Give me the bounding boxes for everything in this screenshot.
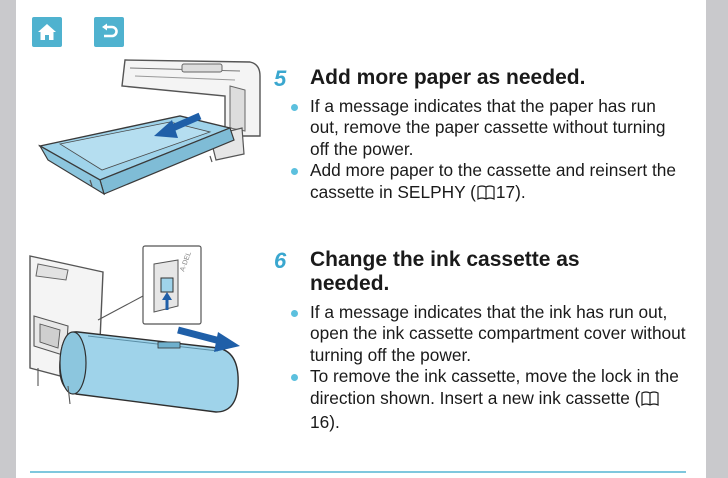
ink-cassette-illustration: A·DEL xyxy=(29,245,240,413)
list-item: If a message indicates that the ink has … xyxy=(286,302,686,366)
step-title-line: needed. xyxy=(310,272,390,295)
book-reference-icon xyxy=(476,185,496,206)
home-button[interactable] xyxy=(32,17,62,47)
back-arrow-icon xyxy=(102,23,118,38)
step-number: 6 xyxy=(274,248,287,273)
list-item: To remove the ink cassette, move the loc… xyxy=(286,366,686,433)
step-number: 5 xyxy=(274,66,287,91)
paper-cassette-illustration xyxy=(38,59,261,196)
step-6: 6 Change the ink cassette as needed. If … xyxy=(274,248,694,468)
step-5-bullets: If a message indicates that the paper ha… xyxy=(286,96,686,206)
bullet-text: Add more paper to the cassette and reins… xyxy=(310,160,677,202)
page-reference[interactable]: 17 xyxy=(495,181,516,202)
list-item: Add more paper to the cassette and reins… xyxy=(286,160,686,206)
bullet-text: ). xyxy=(515,181,526,202)
manual-page: A·DEL 5 Add more paper as needed. If a m… xyxy=(16,0,706,478)
bullet-text: To remove the ink cassette, move the loc… xyxy=(310,366,679,408)
step-title: Add more paper as needed. xyxy=(310,66,586,89)
back-button[interactable] xyxy=(94,17,124,47)
book-reference-icon xyxy=(640,391,660,412)
bullet-text: ). xyxy=(329,412,340,433)
bottom-divider xyxy=(30,471,686,473)
list-item: If a message indicates that the paper ha… xyxy=(286,96,686,160)
step-title-line: Change the ink cassette as xyxy=(310,248,580,271)
step-title: Change the ink cassette as needed. xyxy=(310,248,700,296)
step-6-bullets: If a message indicates that the ink has … xyxy=(286,302,686,433)
step-5: 5 Add more paper as needed. If a message… xyxy=(274,66,694,236)
page-reference[interactable]: 16 xyxy=(310,412,330,433)
home-icon xyxy=(38,24,56,40)
